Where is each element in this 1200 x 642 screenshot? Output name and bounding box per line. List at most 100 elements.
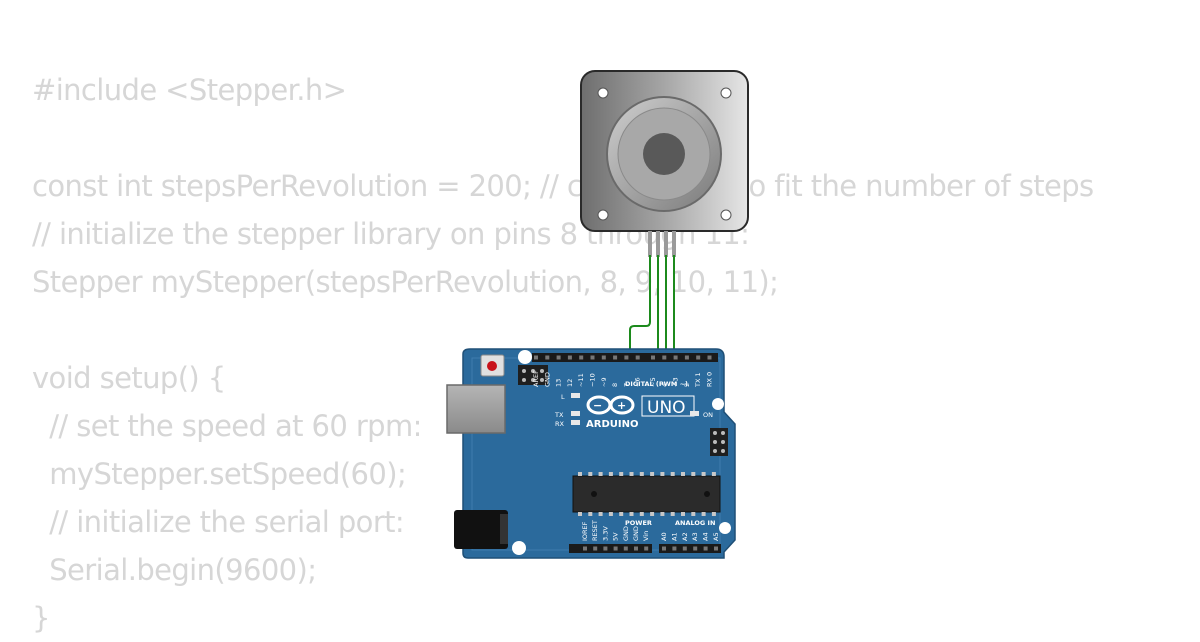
analog-pin-label: A1 — [670, 532, 678, 541]
digital-pin-label: AREF — [532, 370, 540, 387]
analog-pin-hole[interactable] — [672, 546, 677, 551]
chip-pin — [608, 472, 613, 476]
digital-pin-label: ~5 — [649, 377, 657, 387]
analog-pin-hole[interactable] — [703, 546, 708, 551]
chip-pin — [660, 512, 665, 516]
chip-pin — [650, 512, 655, 516]
power-pin-hole[interactable] — [623, 546, 628, 551]
analog-pin-label: A5 — [712, 532, 720, 541]
digital-pin-hole[interactable] — [673, 355, 678, 360]
code-line: // initialize the serial port: — [32, 505, 405, 539]
chip-pin — [660, 472, 665, 476]
digital-pin-hole[interactable] — [613, 355, 618, 360]
digital-pin-hole[interactable] — [567, 355, 572, 360]
power-header — [569, 544, 652, 553]
power-pin-hole[interactable] — [634, 546, 638, 551]
power-pin-hole[interactable] — [603, 546, 608, 551]
icsp-header-right — [710, 428, 728, 456]
tx-led-label: TX — [554, 411, 564, 419]
digital-pin-hole[interactable] — [651, 355, 655, 360]
digital-pin-label: GND — [543, 372, 551, 387]
chip-pin — [629, 472, 634, 476]
digital-pin-hole[interactable] — [556, 355, 561, 360]
digital-pin-hole[interactable] — [534, 355, 538, 360]
chip-pin — [711, 472, 716, 476]
code-line: #include <Stepper.h> — [32, 73, 347, 107]
digital-pin-label: 2 — [683, 383, 691, 387]
digital-pin-hole[interactable] — [590, 355, 595, 360]
digital-pin-label: ~3 — [672, 377, 680, 387]
motor-wires — [629, 255, 675, 357]
chip-pin — [608, 512, 613, 516]
board-brand-label: ARDUINO — [586, 419, 638, 430]
chip-pin — [629, 512, 634, 516]
power-pin-hole[interactable] — [613, 546, 618, 551]
chip-pin — [681, 472, 685, 476]
stepper-motor[interactable] — [580, 70, 749, 257]
svg-text:−: − — [593, 399, 602, 412]
l-led-label: L — [561, 393, 565, 401]
chip-pin — [681, 512, 685, 516]
power-jack — [454, 510, 508, 549]
digital-pin-hole[interactable] — [545, 355, 550, 360]
analog-pin-hole[interactable] — [662, 546, 666, 551]
usb-port — [446, 384, 506, 434]
code-line: Stepper myStepper(stepsPerRevolution, 8,… — [32, 265, 779, 299]
digital-pin-hole[interactable] — [684, 355, 689, 360]
arduino-logo — [586, 395, 635, 415]
chip-pin — [619, 512, 624, 516]
board-model-label: UNO — [647, 398, 686, 418]
chip-pin — [691, 512, 696, 516]
digital-header-label: DIGITAL (PWM ~) — [625, 380, 688, 388]
digital-pin-label: ~9 — [600, 377, 608, 387]
chip-pin — [701, 472, 706, 476]
digital-header — [532, 353, 718, 362]
digital-pin-hole[interactable] — [624, 355, 629, 360]
digital-pin-label: 4 — [660, 383, 668, 387]
code-line: Serial.begin(9600); — [32, 553, 317, 587]
digital-pin-label: TX 1 — [694, 372, 702, 388]
chip-pin — [578, 512, 582, 516]
digital-pin-label: RX 0 — [706, 372, 714, 387]
analog-pin-hole[interactable] — [693, 546, 698, 551]
chip-pin — [578, 472, 582, 476]
digital-pin-hole[interactable] — [579, 355, 584, 360]
code-line: // set the speed at 60 rpm: — [32, 409, 422, 443]
power-pin-hole[interactable] — [644, 546, 649, 551]
power-pin-label: GND — [632, 526, 640, 541]
digital-pin-hole[interactable] — [635, 355, 640, 360]
power-pin-label: 5V — [612, 532, 620, 541]
power-header-label: POWER — [625, 519, 652, 527]
chip-pin — [639, 512, 644, 516]
digital-pin-label: 8 — [611, 383, 619, 387]
power-pin-label: IOREF — [581, 521, 589, 541]
power-pin-label: GND — [622, 526, 630, 541]
digital-pin-hole[interactable] — [707, 355, 712, 360]
analog-pin-label: A4 — [702, 532, 710, 541]
power-pin-hole[interactable] — [593, 546, 598, 551]
digital-pin-hole[interactable] — [696, 355, 701, 360]
chip-pin — [711, 512, 716, 516]
power-pin-hole[interactable] — [583, 546, 587, 551]
on-led-label: ON — [703, 411, 713, 419]
analog-pin-hole[interactable] — [714, 546, 718, 551]
chip-pin — [701, 512, 706, 516]
analog-pin-label: A0 — [660, 532, 668, 541]
digital-pin-hole[interactable] — [601, 355, 606, 360]
digital-pin-hole[interactable] — [662, 355, 667, 360]
digital-pin-label: 12 — [566, 379, 574, 387]
analog-header-label: ANALOG IN — [675, 519, 715, 527]
code-line: void setup() { — [32, 361, 226, 395]
icsp-header-top — [518, 365, 548, 385]
svg-text:+: + — [617, 399, 626, 412]
chip-pin — [619, 472, 624, 476]
analog-pin-hole[interactable] — [682, 546, 687, 551]
microcontroller-chip — [572, 472, 721, 516]
chip-pin — [598, 472, 603, 476]
analog-header — [659, 544, 721, 553]
